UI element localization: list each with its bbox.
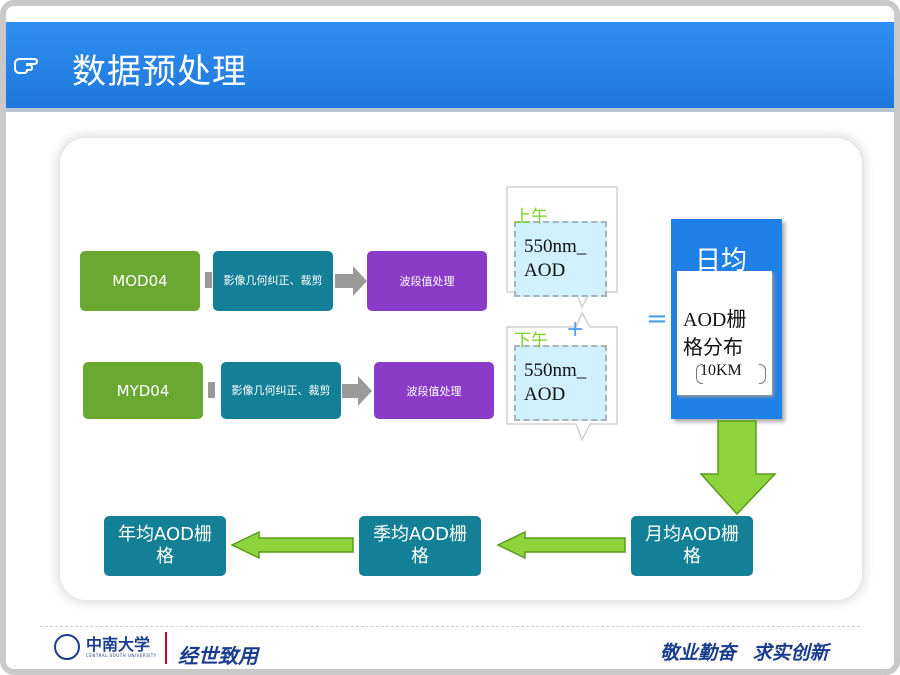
daily-grid-line2: 格分布 [683,337,743,359]
left-arrow-icon [497,531,626,559]
mod04-box: MOD04 [80,251,200,311]
afternoon-aod-box: 550nm_ AOD [514,345,607,421]
equals-sign: = [646,304,668,334]
morning-aod-line2: AOD [524,260,566,281]
daily-grid-text: AOD栅 格分布 [683,306,773,362]
afternoon-aod-line1: 550nm_ [524,360,587,381]
left-paren [696,364,703,384]
right-paren [759,364,766,384]
header-bar [6,22,894,112]
daily-resolution: 10KM [700,362,742,379]
university-name: 中南大学 [86,635,151,654]
connector [205,272,212,288]
afternoon-aod-line2: AOD [524,384,566,405]
plus-sign: + [566,317,585,342]
yearly-aod-box: 年均AOD栅格 [104,516,226,576]
footer-separator [165,632,167,664]
page-title: 数据预处理 [72,52,247,92]
down-arrow-icon [699,420,777,516]
motto-right: 敬业勤奋 求实创新 [660,642,829,664]
university-name-en: CENTRAL SOUTH UNIVERSITY [86,653,157,658]
pointing-hand-icon [14,58,39,74]
band-processing-box-1: 波段值处理 [367,251,487,311]
monthly-aod-box: 月均AOD栅格 [631,516,753,576]
morning-aod-box: 550nm_ AOD [514,221,607,297]
footer-divider [40,626,860,627]
left-arrow-icon [231,531,354,559]
motto-left: 经世致用 [178,644,258,668]
myd04-box: MYD04 [83,362,203,419]
geometric-correction-box-2: 影像几何纠正、裁剪 [221,362,341,419]
seasonal-aod-box: 季均AOD栅格 [359,516,481,576]
morning-aod-line1: 550nm_ [524,236,587,257]
university-logo-icon [54,634,80,660]
connector [208,382,215,398]
morning-label: 上午 [514,207,548,227]
band-processing-box-2: 波段值处理 [374,362,494,419]
daily-grid-line1: AOD栅 [683,309,747,331]
gray-arrow-icon [342,376,372,406]
daily-grid-box [677,271,772,395]
afternoon-label: 下午 [514,331,548,351]
geometric-correction-box-1: 影像几何纠正、裁剪 [213,251,333,311]
gray-arrow-icon [335,266,367,296]
